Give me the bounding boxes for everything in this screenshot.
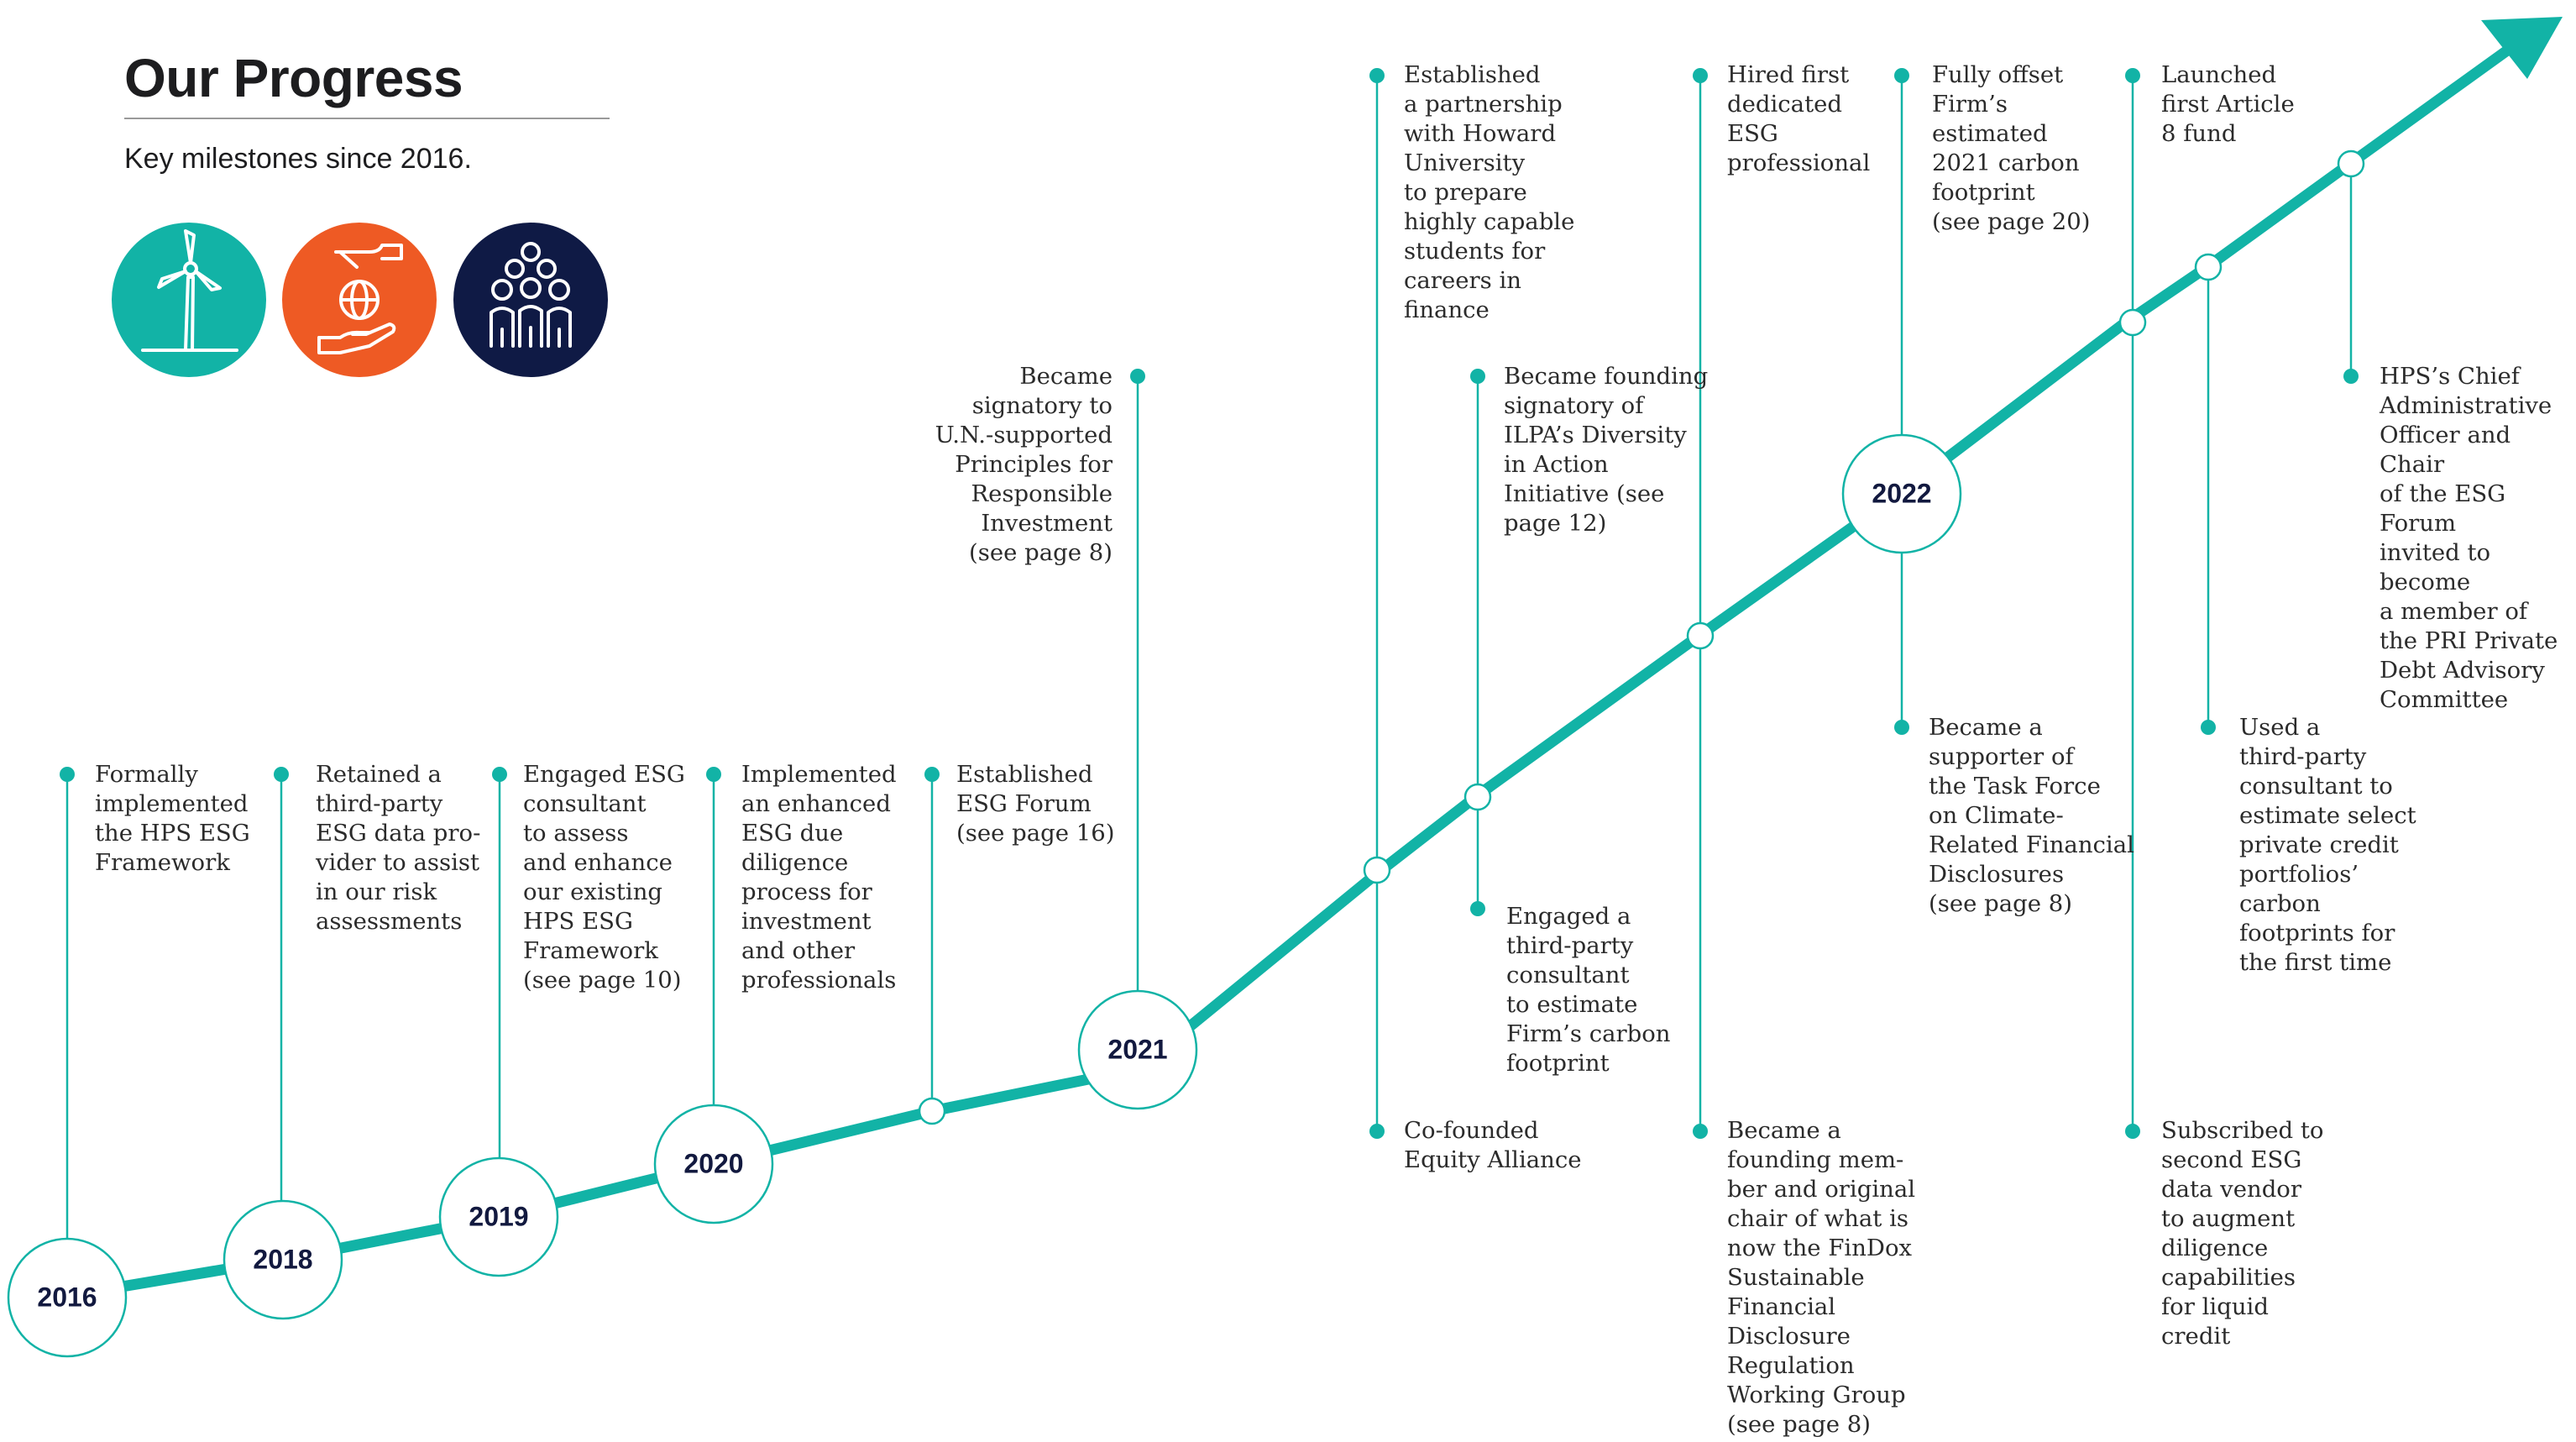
line-junction: [1463, 783, 1492, 811]
milestone-text: Became founding signatory of ILPA’s Dive…: [1504, 363, 1709, 537]
milestone-dot: [1894, 68, 1909, 83]
year-label: 2021: [1107, 1034, 1167, 1064]
timeline-line: [61, 36, 2525, 1302]
year-label: 2020: [683, 1148, 743, 1178]
year-circle-2019: [438, 1156, 559, 1277]
milestone-text: Implemented an enhanced ESG due diligenc…: [741, 761, 897, 994]
milestone-dot: [1369, 68, 1385, 83]
milestone-dot: [1894, 720, 1909, 735]
milestone-text: Fully offset Firm’s estimated 2021 carbo…: [1932, 61, 2091, 235]
line-junction: [2337, 149, 2365, 178]
milestone-dot: [1470, 369, 1485, 384]
people-group-icon: [453, 223, 608, 377]
title-divider: [124, 118, 610, 119]
milestone-text: Became a supporter of the Task Force on …: [1929, 714, 2134, 917]
year-label: 2022: [1872, 478, 1931, 508]
milestone-text: Became signatory to U.N.-supported Princ…: [935, 363, 1113, 566]
year-label: 2016: [37, 1282, 97, 1312]
page-title: Our Progress: [124, 48, 463, 108]
year-label: 2019: [469, 1201, 528, 1231]
line-junction: [2194, 253, 2223, 281]
milestone-dot: [1369, 1124, 1385, 1139]
milestone-text: Established a partnership with Howard Un…: [1404, 61, 1575, 323]
milestone-text: Established ESG Forum (see page 16): [956, 761, 1115, 847]
line-junction: [2118, 308, 2147, 337]
milestone-dot: [1693, 68, 1708, 83]
line-junction: [918, 1097, 946, 1125]
milestone-dot: [1693, 1124, 1708, 1139]
milestone-text: Engaged a third-party consultant to esti…: [1506, 903, 1671, 1077]
milestone-dot: [2343, 369, 2359, 384]
milestone-dot: [60, 767, 75, 782]
milestone-text: Hired first dedicated ESG professional: [1727, 61, 1871, 176]
milestone-text: HPS’s Chief Administrative Officer and C…: [2380, 363, 2558, 713]
year-circle-2016: [7, 1237, 128, 1358]
milestone-dot: [2125, 68, 2140, 83]
milestone-text: Used a third-party consultant to estimat…: [2239, 714, 2416, 976]
milestone-text: Became a founding mem- ber and original …: [1727, 1117, 1916, 1438]
wind-turbine-icon: [112, 223, 266, 377]
milestone-dot: [2201, 720, 2216, 735]
milestone-text: Subscribed to second ESG data vendor to …: [2161, 1117, 2324, 1350]
page-subtitle: Key milestones since 2016.: [124, 143, 472, 175]
milestone-dot: [706, 767, 721, 782]
milestone-dot: [1470, 901, 1485, 916]
year-circle-2021: [1077, 989, 1198, 1110]
milestone-dot: [924, 767, 940, 782]
milestone-text: Co-founded Equity Alliance: [1404, 1117, 1582, 1173]
milestone-text: Launched first Article 8 fund: [2161, 61, 2295, 147]
milestone-dot: [2125, 1124, 2140, 1139]
year-circle-2020: [653, 1104, 774, 1224]
year-circle-2022: [1841, 433, 1962, 554]
year-label: 2018: [253, 1244, 312, 1274]
line-junction: [1363, 856, 1391, 884]
milestone-dot: [274, 767, 289, 782]
line-junction: [1686, 621, 1715, 650]
milestone-text: Formally implemented the HPS ESG Framewo…: [95, 761, 250, 876]
milestone-text: Retained a third-party ESG data pro- vid…: [316, 761, 481, 935]
milestone-dot: [1130, 369, 1145, 384]
milestone-dot: [492, 767, 507, 782]
timeline-arrowhead: [2481, 17, 2563, 79]
hand-globe-icon: [282, 223, 437, 377]
year-circle-2018: [223, 1199, 343, 1320]
milestone-text: Engaged ESG consultant to assess and enh…: [523, 761, 685, 994]
